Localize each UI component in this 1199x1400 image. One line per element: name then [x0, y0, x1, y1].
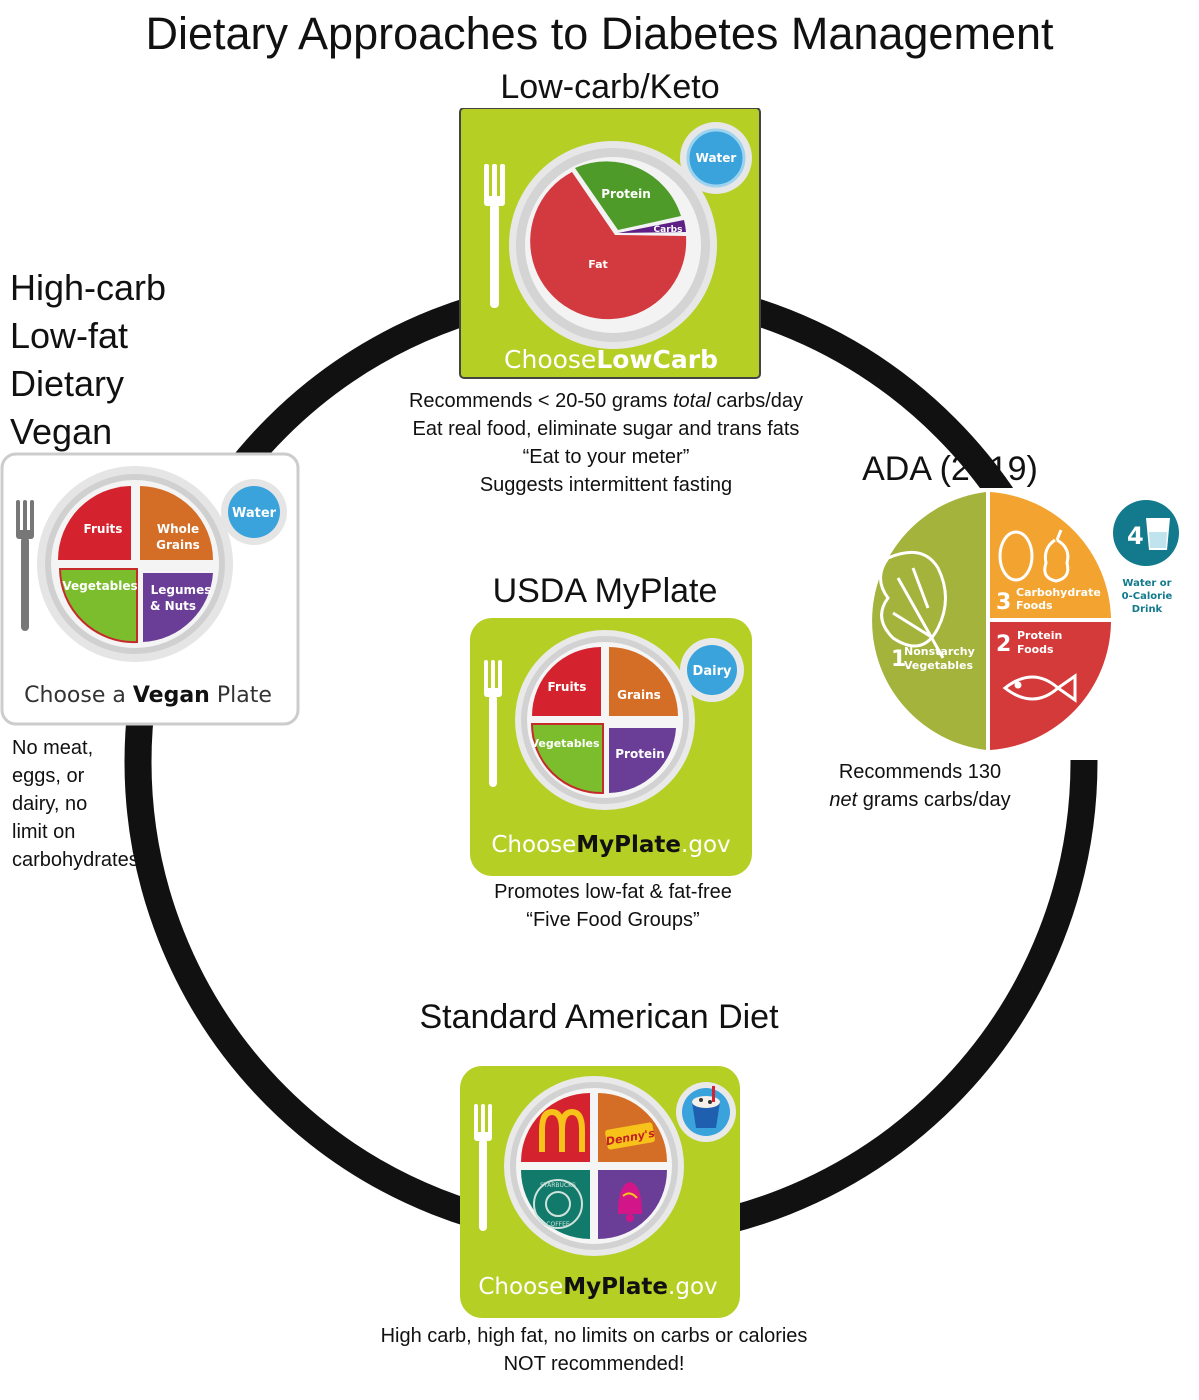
drink-badge	[1113, 500, 1179, 566]
protein-segment	[609, 728, 676, 793]
fork-icon	[474, 1104, 492, 1231]
nonstarchy-vegetables-segment	[872, 492, 986, 750]
grains-label-2: Grains	[156, 538, 200, 552]
carbs-segment	[618, 220, 686, 233]
dennys-logo-icon: Denny's	[605, 1122, 656, 1150]
dairy-cup-label: Dairy	[693, 664, 732, 679]
carbohydrate-label-2: Foods	[1016, 599, 1053, 612]
myplate-note-line-1: Promotes low-fat & fat-free	[494, 881, 732, 903]
choose-vegan-brand: Choose a Vegan Plate	[24, 683, 272, 708]
sad-note-line-1: High carb, high fat, no limits on carbs …	[380, 1325, 808, 1347]
taco-bell-logo-icon	[618, 1182, 642, 1222]
nonstarchy-label-1: Nonstarchy	[904, 645, 975, 658]
glass-icon	[1146, 518, 1170, 550]
nonstarchy-number: 1	[891, 647, 906, 672]
fork-icon	[484, 164, 505, 308]
ada-notes: Recommends 130 net grams carbs/day	[800, 758, 1040, 814]
protein-label: Protein	[601, 187, 651, 201]
fruits-label: Fruits	[548, 680, 587, 694]
carbohydrate-foods-segment	[990, 492, 1111, 618]
vegan-heading-line-3: Dietary	[10, 363, 125, 404]
vegetables-segment	[530, 723, 604, 795]
protein-label: Protein	[615, 747, 665, 761]
ice-cream-cup-icon	[676, 1082, 736, 1142]
myplate-notes: Promotes low-fat & fat-free “Five Food G…	[413, 878, 813, 934]
choose-myplate-brand: ChooseMyPlate.gov	[491, 832, 730, 858]
ada-heading: ADA (2019)	[862, 450, 1038, 488]
low-carb-note-line-4: Suggests intermittent fasting	[479, 474, 733, 496]
fork-icon	[484, 660, 502, 787]
fat-segment	[530, 172, 687, 320]
low-carb-note-line-1: Recommends < 20-50 grams total carbs/day	[408, 390, 804, 412]
vegan-note-line-4: limit on	[12, 821, 76, 843]
myplate-panel: Fruits Grains Vegetables Protein Dairy C…	[470, 618, 752, 876]
fish-icon	[1002, 673, 1077, 703]
protein-label-1: Protein	[1017, 629, 1062, 642]
myplate-heading: USDA MyPlate	[492, 572, 718, 610]
grains-segment	[140, 486, 213, 560]
sad-plate-panel: Denny's STARBUCKS COFFEE ChooseMyPlate.g…	[460, 1066, 740, 1318]
drink-number: 4	[1127, 522, 1144, 550]
sad-heading: Standard American Diet	[419, 998, 779, 1036]
low-carb-notes: Recommends < 20-50 grams total carbs/day…	[356, 387, 856, 499]
grains-label: Grains	[617, 688, 661, 702]
fruits-label: Fruits	[84, 522, 123, 536]
vegan-heading-line-4: Vegan	[10, 411, 113, 452]
vegan-heading-line-2: Low-fat	[10, 315, 129, 356]
lettuce-icon	[879, 550, 947, 659]
myplate-note-line-2: “Five Food Groups”	[526, 909, 700, 931]
svg-text:COFFEE: COFFEE	[546, 1221, 570, 1228]
choose-lowcarb-brand: ChooseLowCarb	[504, 345, 718, 374]
nonstarchy-label-2: Vegetables	[904, 659, 973, 672]
carbohydrate-label-1: Carbohydrate	[1016, 586, 1101, 599]
ada-plate-panel: 1 Nonstarchy Vegetables 3 Carbohydrate F…	[843, 488, 1193, 760]
legumes-label-2: & Nuts	[150, 599, 196, 613]
protein-foods-segment	[990, 622, 1111, 750]
potato-pear-icon	[998, 529, 1070, 583]
fork-icon	[16, 500, 34, 631]
grains-segment	[609, 647, 678, 716]
vegan-notes: No meat, eggs, or dairy, no limit on car…	[12, 734, 139, 874]
protein-number: 2	[996, 632, 1011, 657]
drink-label-2: 0-Calorie	[1122, 591, 1173, 602]
svg-text:STARBUCKS: STARBUCKS	[540, 1182, 576, 1189]
low-carb-note-line-3: “Eat to your meter”	[522, 446, 690, 468]
drink-label-3: Drink	[1132, 604, 1163, 615]
carbs-label: Carbs	[654, 225, 683, 235]
carbohydrate-number: 3	[996, 590, 1011, 615]
mcdonalds-logo-icon	[539, 1108, 585, 1152]
page-title: Dietary Approaches to Diabetes Managemen…	[145, 8, 1054, 59]
grains-label-1: Whole	[157, 522, 199, 536]
vegan-heading-line-1: High-carb	[10, 267, 167, 308]
ada-note-line-2: net grams carbs/day	[829, 789, 1011, 811]
low-carb-note-line-2: Eat real food, eliminate sugar and trans…	[412, 418, 800, 440]
choose-myplate-brand: ChooseMyPlate.gov	[478, 1274, 717, 1300]
starbucks-logo-icon: STARBUCKS COFFEE	[533, 1179, 583, 1229]
fruits-segment	[532, 647, 601, 716]
protein-segment	[575, 161, 681, 230]
drink-label-1: Water or	[1122, 578, 1171, 589]
vegan-note-line-2: eggs, or	[12, 765, 85, 787]
vegan-heading: High-carb Low-fat Dietary Vegan	[10, 264, 166, 456]
vegan-plate-panel: Fruits Whole Grains Vegetables Legumes &…	[0, 452, 300, 726]
vegan-note-line-5: carbohydrates	[12, 849, 139, 871]
vegetables-label: Vegetables	[530, 737, 599, 750]
vegan-note-line-3: dairy, no	[12, 793, 88, 815]
legumes-label-1: Legumes	[151, 583, 212, 597]
water-cup-label: Water	[232, 506, 277, 521]
vegetables-label: Vegetables	[62, 579, 137, 593]
low-carb-heading: Low-carb/Keto	[500, 68, 720, 106]
ada-note-line-1: Recommends 130	[838, 761, 1002, 783]
sad-notes: High carb, high fat, no limits on carbs …	[344, 1322, 844, 1378]
legumes-segment	[143, 573, 213, 642]
vegan-note-line-1: No meat,	[12, 737, 94, 759]
fruits-segment	[57, 486, 131, 560]
vegetables-segment	[58, 568, 138, 644]
low-carb-plate-panel: Protein Carbs Fat Water ChooseLowCarb	[459, 108, 761, 379]
sad-note-line-2: NOT recommended!	[503, 1353, 685, 1375]
protein-label-2: Foods	[1017, 643, 1054, 656]
fat-label: Fat	[588, 258, 608, 271]
water-cup-label: Water	[696, 151, 737, 165]
